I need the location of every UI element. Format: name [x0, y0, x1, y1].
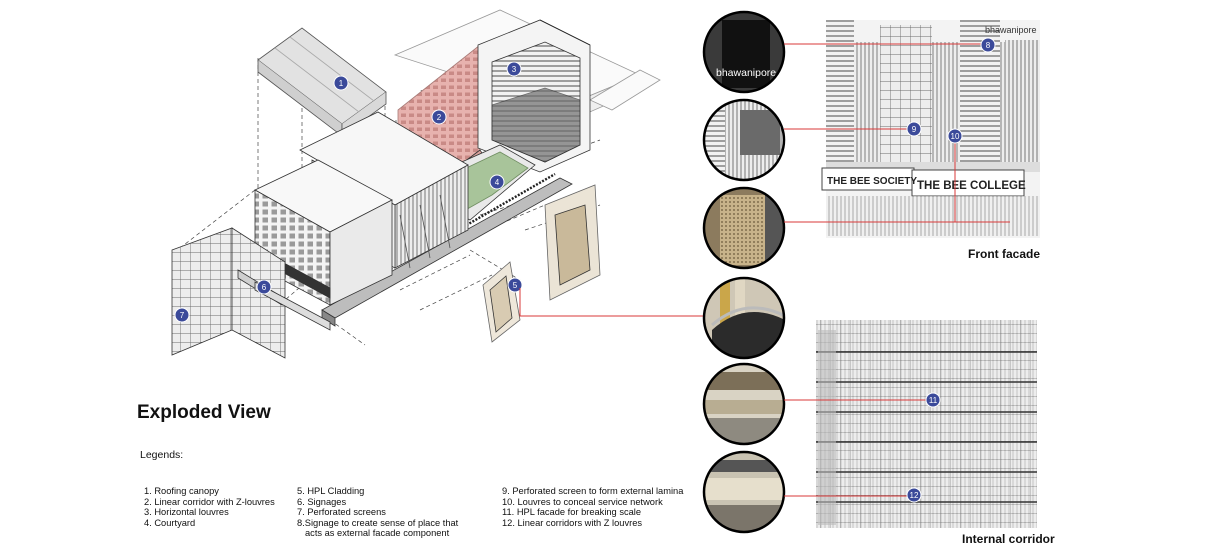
marker-2: 2	[431, 109, 447, 125]
detail-signage-vignette: bhawanipore	[704, 12, 784, 92]
marker-6: 6	[256, 279, 272, 295]
detail-corridor-vignette	[704, 452, 784, 532]
legend-item: 9. Perforated screen to form external la…	[502, 486, 684, 496]
legend-column-2: 5. HPL Cladding 6. Signages 7. Perforate…	[297, 486, 458, 539]
legend-column-1: 1. Roofing canopy 2. Linear corridor wit…	[144, 486, 275, 528]
detail-hpl-vignette	[704, 278, 784, 358]
marker-12-label: 12	[910, 491, 919, 500]
left-screen-block	[171, 227, 331, 359]
internal-corridor-elevation	[816, 320, 1037, 528]
marker-11: 11	[925, 392, 941, 408]
front-facade-caption: Front facade	[968, 247, 1041, 261]
internal-corridor-caption: Internal corridor	[962, 532, 1055, 546]
leader-lines	[784, 43, 987, 497]
axonometric-drawing	[171, 9, 661, 359]
legend-item: 4. Courtyard	[144, 517, 196, 528]
legend-item: 7. Perforated screens	[297, 507, 386, 518]
marker-1: 1	[333, 75, 349, 91]
brand-sign-text: bhawanipore	[716, 67, 776, 79]
legend-item: 12. Linear corridors with Z louvres	[502, 517, 643, 528]
marker-3-label: 3	[512, 65, 517, 74]
elevation-markers: 8 9 10 11 12	[906, 37, 996, 503]
marker-10: 10	[947, 128, 963, 144]
marker-4-label: 4	[495, 178, 500, 187]
marker-10-label: 10	[951, 132, 960, 141]
marker-8: 8	[980, 37, 996, 53]
marker-11-label: 11	[929, 396, 938, 405]
detail-louvres-vignette	[704, 188, 784, 268]
legend-item: acts as external facade component	[305, 528, 450, 539]
legend-item: 1. Roofing canopy	[144, 486, 219, 496]
detail-perforated-screen-vignette	[704, 100, 784, 180]
marker-6-label: 6	[262, 283, 267, 292]
rooftop-sign-text: bhawanipore	[985, 25, 1037, 35]
legend-item: 11. HPL facade for breaking scale	[502, 507, 642, 518]
detail-circles: bhawanipore	[702, 10, 786, 534]
legend-item: 3. Horizontal louvres	[144, 507, 229, 518]
marker-7-label: 7	[180, 311, 185, 320]
marker-5: 5	[507, 277, 523, 293]
axo-markers: 1 2 3 4 5 6 7	[174, 61, 523, 323]
marker-8-label: 8	[986, 41, 991, 50]
page-title: Exploded View	[137, 402, 271, 423]
marker-9: 9	[906, 121, 922, 137]
marker-9-label: 9	[912, 125, 917, 134]
marker-3: 3	[506, 61, 522, 77]
marker-7: 7	[174, 307, 190, 323]
marker-4: 4	[489, 174, 505, 190]
legend-item: 6. Signages	[297, 496, 347, 507]
society-sign-text: THE BEE SOCIETY	[827, 176, 917, 187]
college-sign-text: THE BEE COLLEGE	[917, 180, 1026, 192]
leader-line-10	[784, 140, 956, 223]
legend-item: 2. Linear corridor with Z-louvres	[144, 496, 275, 507]
marker-1-label: 1	[339, 79, 344, 88]
legend-item: 8.Signage to create sense of place that	[297, 517, 459, 528]
legend-item: 10. Louvres to conceal service network	[502, 496, 663, 507]
legend-item: 5. HPL Cladding	[297, 486, 365, 496]
legend-column-3: 9. Perforated screen to form external la…	[502, 486, 683, 528]
leader-line-5	[519, 288, 704, 317]
main-building	[254, 159, 393, 306]
legend-heading: Legends:	[140, 449, 184, 461]
marker-5-label: 5	[513, 281, 518, 290]
marker-2-label: 2	[437, 113, 442, 122]
detail-hpl-facade-vignette	[704, 364, 784, 444]
marker-12: 12	[906, 487, 922, 503]
